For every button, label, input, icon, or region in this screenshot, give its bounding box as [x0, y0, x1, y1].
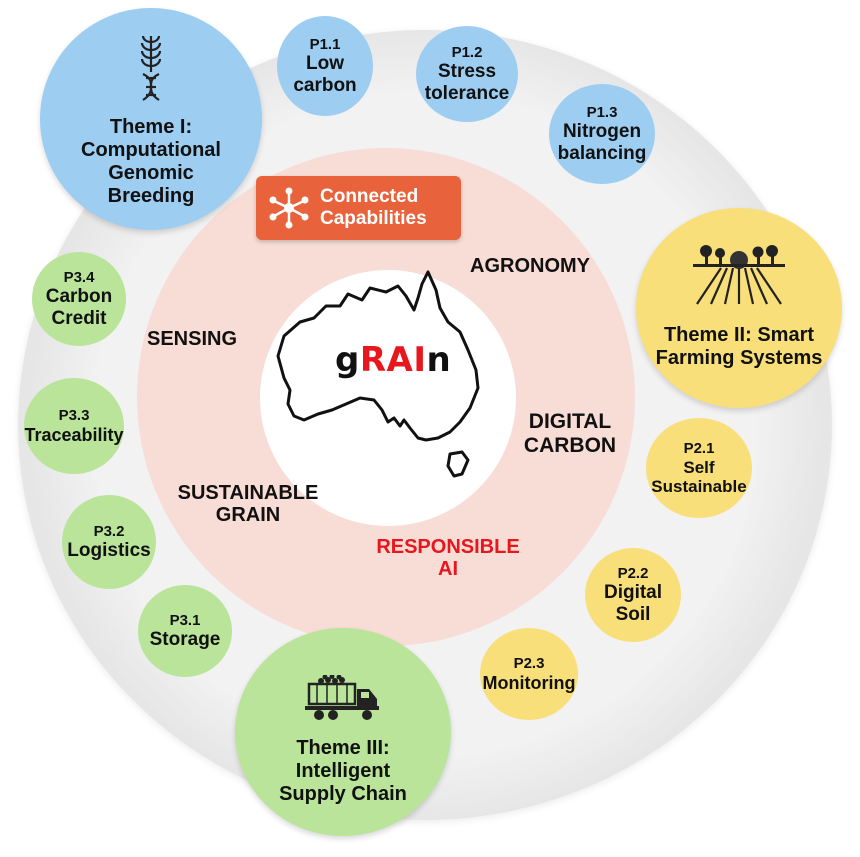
- project-name: Logistics: [67, 539, 151, 561]
- project-code: P3.4: [63, 269, 95, 287]
- project-p3-2: P3.2 Logistics: [62, 495, 156, 589]
- farm-field-icon: [693, 245, 785, 305]
- project-code: P3.3: [58, 407, 90, 425]
- capability-sustainable-grain: SUSTAINABLE GRAIN: [177, 482, 319, 527]
- capability-agronomy: AGRONOMY: [470, 255, 590, 277]
- title-highlight: RAI: [359, 340, 427, 380]
- project-code: P2.3: [513, 655, 545, 673]
- project-p1-2: P1.2 Stress tolerance: [416, 26, 518, 122]
- project-p3-3: P3.3 Traceability: [24, 378, 124, 474]
- theme-1-circle: Theme I: Computational Genomic Breeding: [40, 8, 262, 230]
- badge-label: Connected Capabilities: [320, 186, 427, 229]
- grain-title: gRAIn: [335, 340, 451, 380]
- project-name: Stress tolerance: [424, 61, 510, 104]
- australia-map-icon: [276, 270, 480, 478]
- theme-3-circle: Theme III: Intelligent Supply Chain: [235, 628, 451, 836]
- capability-responsible-ai: RESPONSIBLE AI: [376, 536, 520, 581]
- project-p3-4: P3.4 Carbon Credit: [32, 252, 126, 346]
- project-name: Traceability: [24, 424, 124, 445]
- project-name: Self Sustainable: [651, 457, 747, 496]
- capability-sensing: SENSING: [147, 328, 238, 350]
- project-name: Nitrogen balancing: [557, 121, 647, 164]
- truck-icon: [305, 675, 379, 720]
- project-p2-2: P2.2 Digital Soil: [585, 548, 681, 642]
- project-code: P1.2: [451, 44, 483, 62]
- project-code: P3.1: [169, 611, 201, 629]
- theme-1-name: Theme I: Computational Genomic Breeding: [81, 116, 221, 207]
- project-p1-1: P1.1 Low carbon: [277, 16, 373, 116]
- theme-2-circle: Theme II: Smart Farming Systems: [636, 208, 842, 408]
- project-code: P1.3: [586, 104, 618, 122]
- project-name: Monitoring: [482, 672, 576, 693]
- project-p3-1: P3.1 Storage: [138, 585, 232, 677]
- project-p2-3: P2.3 Monitoring: [480, 628, 578, 720]
- capability-digital-carbon: DIGITAL CARBON: [523, 410, 617, 457]
- title-prefix: g: [335, 340, 360, 380]
- project-name: Low carbon: [293, 53, 357, 96]
- project-code: P1.1: [309, 36, 341, 54]
- project-p2-1: P2.1 Self Sustainable: [646, 418, 752, 518]
- project-code: P2.2: [617, 565, 649, 583]
- title-suffix: n: [426, 340, 452, 380]
- project-name: Digital Soil: [603, 582, 663, 625]
- dna-wheat-icon: [140, 35, 162, 101]
- theme-2-name: Theme II: Smart Farming Systems: [655, 324, 823, 369]
- theme-3-name: Theme III: Intelligent Supply Chain: [279, 737, 407, 805]
- project-name: Storage: [149, 628, 221, 650]
- project-code: P3.2: [93, 522, 125, 540]
- network-icon: [269, 187, 309, 229]
- project-p1-3: P1.3 Nitrogen balancing: [549, 84, 655, 184]
- project-code: P2.1: [683, 440, 715, 458]
- connected-capabilities-badge: Connected Capabilities: [256, 176, 461, 240]
- project-name: Carbon Credit: [45, 286, 113, 329]
